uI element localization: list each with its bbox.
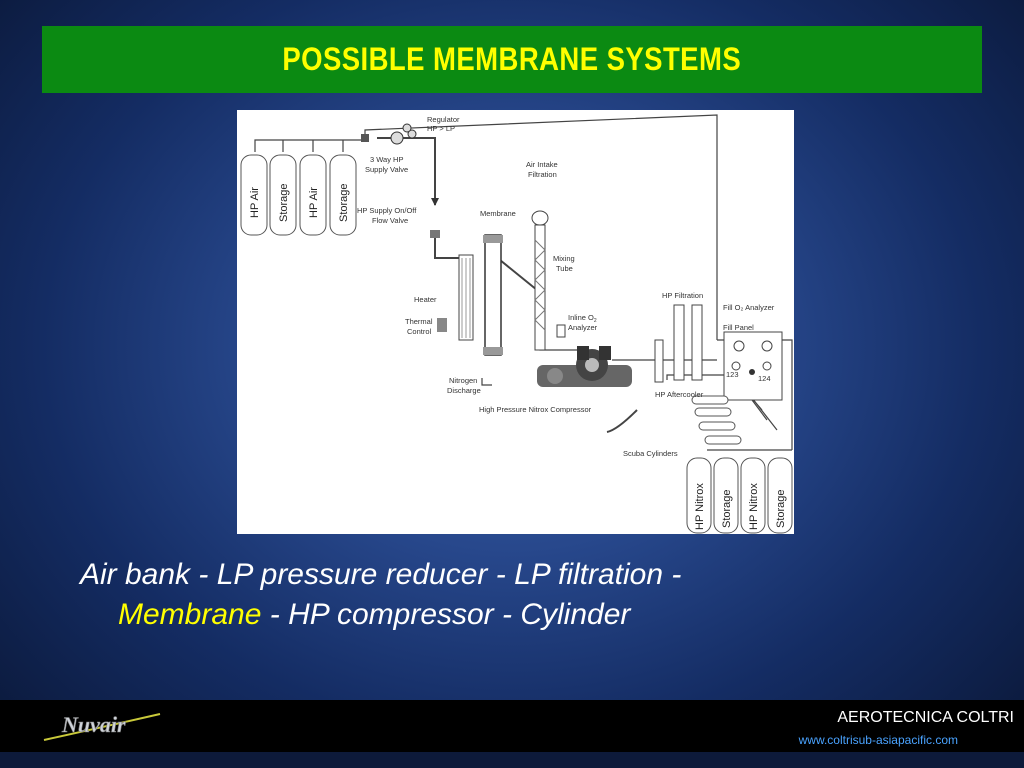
regulator: [390, 123, 417, 145]
label-3way-1: 3 Way HP: [370, 155, 403, 164]
label-air-intake-2: Filtration: [528, 170, 557, 179]
logo-text: Nuvair: [61, 712, 126, 737]
label-air-intake-1: Air Intake: [526, 160, 558, 169]
right-tank-label: HP Nitrox: [748, 483, 760, 530]
nuvair-logo: Nuvair: [40, 706, 170, 746]
label-panel-left: 123: [726, 370, 739, 379]
label-compressor: High Pressure Nitrox Compressor: [479, 405, 592, 414]
caption-highlight: Membrane: [118, 598, 262, 631]
label-3way-2: Supply Valve: [365, 165, 408, 174]
label-membrane: Membrane: [480, 209, 516, 218]
label-fill-o2: Fill O₂ Analyzer: [723, 303, 775, 312]
label-regulator: Regulator: [427, 115, 460, 124]
right-tank-label: HP Nitrox: [694, 483, 706, 530]
title-bar: POSSIBLE MEMBRANE SYSTEMS: [42, 26, 982, 93]
label-nitrogen-1: Nitrogen: [449, 376, 477, 385]
right-tank-label: Storage: [721, 489, 733, 528]
left-manifold-pipe: [254, 139, 365, 152]
label-thermal-2: Control: [407, 327, 432, 336]
scuba-cylinders: [691, 395, 742, 445]
hp-filter: [691, 304, 703, 381]
caption-line-2: Membrane - HP compressor - Cylinder: [80, 595, 960, 635]
mixing-tube: [534, 224, 546, 351]
label-panel-right: 124: [758, 374, 771, 383]
footer-bar: [0, 700, 1024, 752]
label-aftercooler: HP Aftercooler: [655, 390, 704, 399]
membrane-column: [484, 234, 502, 356]
left-tank-label: HP Air: [249, 187, 261, 218]
compressor: [537, 346, 632, 387]
air-intake-filter: [531, 210, 549, 226]
left-tank-label: Storage: [338, 183, 350, 222]
label-inline-o2-1: Inline O2: [568, 313, 597, 324]
company-name: AEROTECNICA COLTRI: [837, 709, 1014, 726]
label-hp-supply-1: HP Supply On/Off: [357, 206, 417, 215]
label-fill-panel: Fill Panel: [723, 323, 754, 332]
label-heater: Heater: [414, 295, 437, 304]
slide-title: POSSIBLE MEMBRANE SYSTEMS: [282, 41, 742, 77]
right-tank-label: Storage: [775, 489, 787, 528]
caption: Air bank - LP pressure reducer - LP filt…: [80, 555, 960, 635]
label-mixing-2: Tube: [556, 264, 573, 273]
label-nitrogen-2: Discharge: [447, 386, 481, 395]
inline-o2-analyzer: [556, 324, 566, 338]
logo-graphic: Nuvair: [43, 712, 161, 741]
thermal-control: [437, 318, 447, 332]
left-tank-label: HP Air: [308, 187, 320, 218]
footer-stripe: [0, 752, 1024, 768]
label-mixing-1: Mixing: [553, 254, 575, 263]
label-hp-supply-2: Flow Valve: [372, 216, 408, 225]
label-regulator-sub: HP > LP: [427, 124, 455, 133]
label-inline-o2-2: Analyzer: [568, 323, 598, 332]
caption-line-1: Air bank - LP pressure reducer - LP filt…: [80, 558, 682, 591]
company-url[interactable]: www.coltrisub-asiapacific.com: [798, 733, 958, 747]
label-scuba: Scuba Cylinders: [623, 449, 678, 458]
hp-supply-valve: [430, 230, 440, 238]
membrane-system-diagram: HP Air Storage HP Air Storage: [237, 110, 794, 534]
right-tanks: HP Nitrox Storage HP Nitrox Storage: [686, 457, 793, 534]
caption-rest: - HP compressor - Cylinder: [261, 598, 631, 631]
left-tanks: HP Air Storage HP Air Storage: [240, 154, 357, 236]
diagram-svg: HP Air Storage HP Air Storage: [240, 114, 793, 534]
hp-aftercooler: [654, 339, 664, 383]
left-tank-label: Storage: [278, 183, 290, 222]
fill-panel: [723, 331, 783, 401]
label-hp-filtration: HP Filtration: [662, 291, 703, 300]
hp-filter: [673, 304, 685, 381]
three-way-valve: [361, 134, 369, 142]
label-thermal-1: Thermal: [405, 317, 433, 326]
flow-arrow: [431, 198, 439, 206]
